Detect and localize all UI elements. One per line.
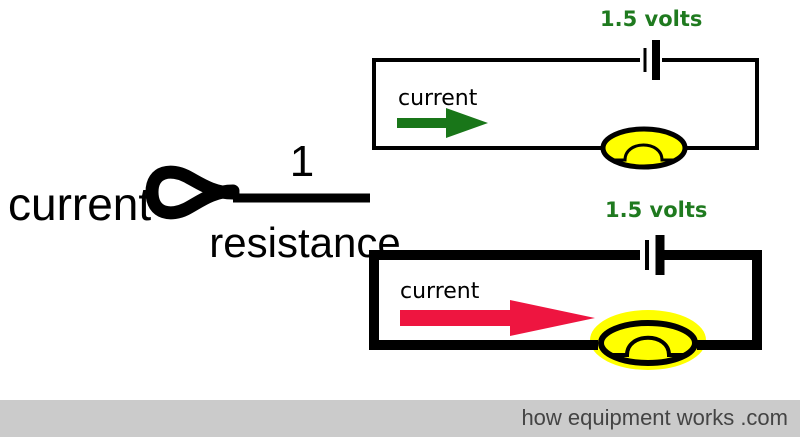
formula-numerator: 1 [290,137,314,186]
circuit-high-resistance: 1.5 volts current [372,7,759,170]
current-arrow-red [400,300,595,336]
ohms-law-diagram: current 1 resistance 1.5 volts current 1… [8,7,762,370]
thick-wire [369,250,762,350]
proportionality-formula: current 1 resistance [8,137,401,266]
current-arrow-green [397,108,488,138]
circuit-low-resistance: 1.5 volts current [369,198,762,370]
formula-lhs: current [8,178,151,230]
voltage-label: 1.5 volts [600,7,702,31]
proportional-to-symbol [145,165,240,220]
current-label: current [400,279,480,304]
current-label: current [398,86,478,111]
footer-bar: how equipment works .com [0,400,800,437]
light-bulb-bright [598,320,698,366]
light-bulb-dim [600,126,688,170]
voltage-label: 1.5 volts [605,198,707,222]
formula-denominator: resistance [209,219,400,266]
site-credit: how equipment works .com [521,405,788,430]
thin-wire [372,58,759,150]
